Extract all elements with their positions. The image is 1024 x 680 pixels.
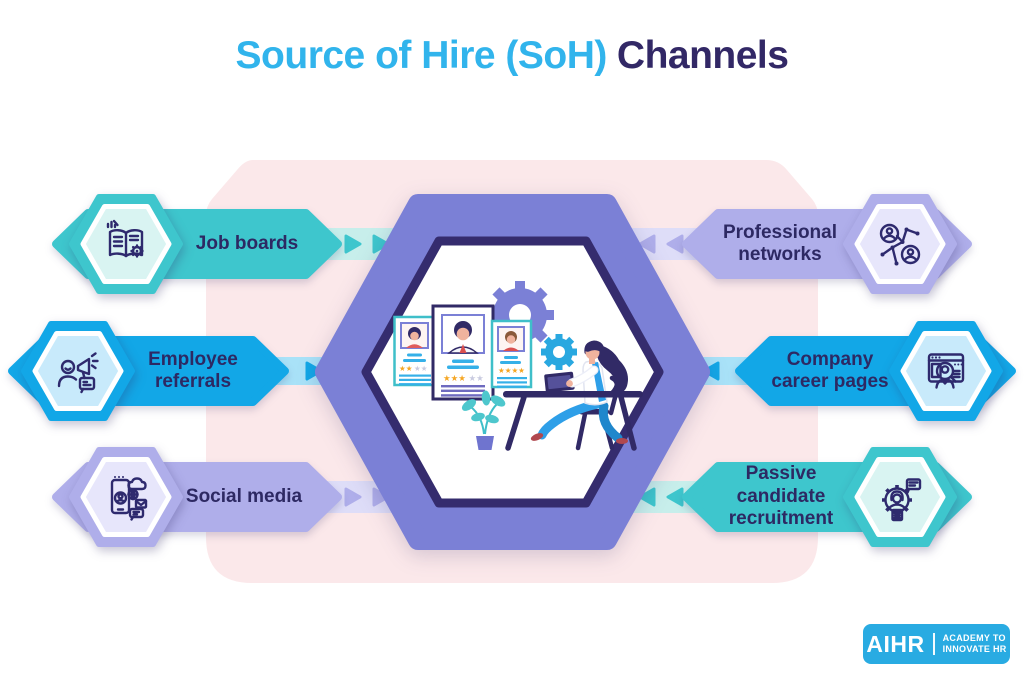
title-highlight: Source of Hire (SoH) [235,34,608,77]
candidate-card: ★★★ ★★ [431,304,495,401]
logo-brand-text: AIHR [866,630,925,657]
desk [503,391,643,451]
professional-networks-icon [879,223,921,266]
plant [461,390,506,450]
label-company-career-pages: Company career pages [771,348,889,392]
label-social-media: Social media [185,485,303,507]
arrow-right-icon [305,361,323,381]
passive-candidate-icon [882,478,922,522]
label-job-boards: Job boards [195,232,299,254]
badge-employee-referrals [21,321,135,421]
badge-job-boards [69,194,183,294]
logo-tagline-line1: ACADEMY TO [942,632,1006,643]
badge-passive-candidate [843,447,957,547]
gear-icon [541,334,577,370]
svg-text:★★: ★★ [469,374,485,384]
svg-text:★★: ★★ [414,364,428,373]
employee-referrals-icon [57,352,99,394]
page-title: Source of Hire (SoH)Channels [0,34,1024,78]
logo-divider [932,633,935,655]
center-illustration: ★★ ★★ ★★★ ★★ [393,281,643,451]
badge-company-career-pages [889,321,1003,421]
arrow-left-icon [638,487,656,507]
arrow-left-icon [702,361,720,381]
badge-social-media [69,447,183,547]
arrow-left-icon [638,234,656,254]
svg-text:★★: ★★ [399,364,413,373]
logo-tagline: ACADEMY TO INNOVATE HR [943,633,1007,656]
svg-text:★★★★: ★★★★ [498,366,525,375]
arrow-right-icon [372,234,390,254]
label-passive-candidate: Passive candidate recruitment [728,463,834,530]
aihr-logo: AIHR ACADEMY TO INNOVATE HR [863,624,1010,664]
arrow-right-icon [344,234,362,254]
title-rest: Channels [616,34,789,77]
job-boards-icon [106,219,144,258]
center-hexagon: ★★ ★★ ★★★ ★★ [315,194,710,550]
badge-professional-networks [843,194,957,294]
candidate-card: ★★ ★★ [393,315,437,387]
svg-text:★★★: ★★★ [443,374,466,384]
flow-arrows [305,234,720,507]
social-media-icon [110,476,148,521]
candidate-card: ★★★★ [490,319,533,389]
arrow-right-icon [344,487,362,507]
label-employee-referrals: Employee referrals [148,348,238,392]
logo-tagline-line2: INNOVATE HR [942,644,1007,654]
label-professional-networks: Professional networks [722,221,838,265]
company-career-pages-icon [927,353,965,389]
